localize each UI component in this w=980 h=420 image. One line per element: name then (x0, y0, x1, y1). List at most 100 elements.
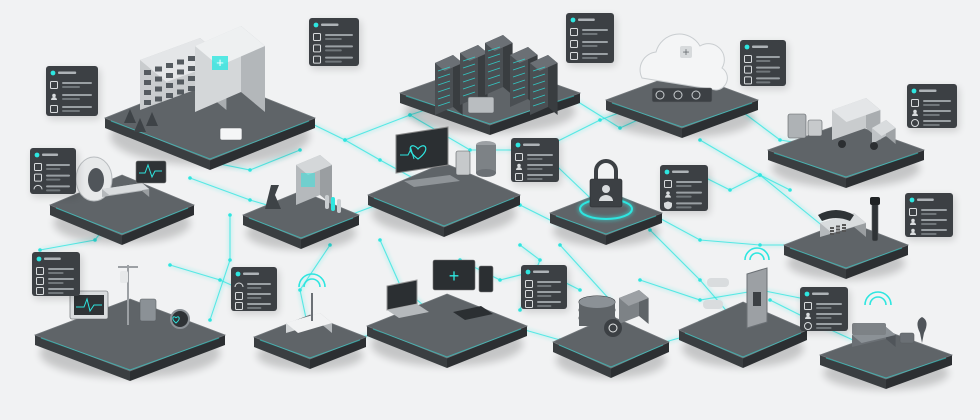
connection-node-dot (248, 198, 252, 202)
connection-node-dot (498, 278, 502, 282)
connection-node-dot (578, 288, 582, 292)
document-icon (744, 55, 752, 63)
list-icon (235, 292, 243, 300)
document-icon (515, 153, 523, 161)
svg-text:+: + (682, 45, 689, 59)
connection-line (209, 215, 231, 321)
connection-node-dot (698, 138, 702, 142)
sofa-icon (852, 291, 927, 347)
list-icon (570, 40, 578, 48)
card-hospital (309, 18, 361, 69)
database-backup-node (552, 290, 670, 379)
status-dot-icon (911, 88, 917, 94)
telephone-icon (818, 197, 880, 242)
cloud-services-node: + (604, 33, 760, 138)
grid-icon (911, 99, 919, 107)
list-icon (36, 287, 44, 295)
laboratory-node (241, 155, 361, 250)
status-dot-icon (664, 169, 670, 175)
connection-node-dot (788, 188, 792, 192)
svg-text:+: + (449, 266, 460, 286)
document-icon (50, 81, 58, 89)
stethoscope-icon (34, 163, 42, 171)
card-cloud (740, 40, 788, 89)
wifi-icon (33, 184, 43, 190)
card-mri (30, 148, 78, 197)
info-cards (30, 13, 959, 334)
battery-icon (36, 267, 44, 275)
workstations-node: + (365, 259, 529, 368)
connection-node-dot (598, 118, 602, 122)
ehr-monitor-node (366, 126, 522, 237)
status-dot-icon (515, 142, 521, 148)
patient-monitor-icon (69, 265, 190, 329)
cloud-plus-icon: + (639, 33, 728, 103)
medical-bag-icon (313, 44, 321, 53)
list-icon (235, 302, 243, 310)
padlock-icon (579, 159, 633, 220)
telephone-node (782, 197, 910, 280)
heart-icon (34, 173, 42, 182)
card-monitor (32, 252, 82, 299)
security-lock-node (548, 159, 664, 247)
status-dot-icon (525, 269, 531, 275)
user-icon (910, 218, 916, 225)
connection-line (699, 174, 791, 191)
status-dot-icon (34, 152, 40, 158)
card-left-top (46, 66, 100, 119)
user-icon (805, 312, 811, 319)
connection-node-dot (298, 288, 302, 292)
connection-node-dot (768, 298, 772, 302)
connection-node-dot (758, 243, 762, 247)
status-dot-icon (804, 291, 810, 297)
database-icon (578, 290, 649, 337)
connection-node-dot (778, 138, 782, 142)
connection-node-dot (228, 258, 232, 262)
monitor-icon (515, 173, 523, 181)
clock-icon (804, 322, 812, 330)
server-rack-icon (435, 35, 558, 115)
hospital-building-icon: + (124, 26, 265, 141)
connection-node-dot (218, 278, 222, 282)
connection-line (524, 329, 561, 341)
connection-line (639, 279, 811, 301)
supply-truck-node (766, 98, 926, 188)
wifi-router-icon (286, 273, 332, 333)
svg-text:+: + (216, 55, 224, 70)
cctv-access-node (678, 247, 808, 368)
connection-line (649, 212, 800, 246)
connection-node-dot (698, 278, 702, 282)
connection-node-dot (168, 263, 172, 267)
connection-node-dot (538, 258, 542, 262)
user-icon (516, 163, 522, 170)
list-icon (50, 105, 58, 113)
status-dot-icon (909, 197, 915, 203)
patient-monitor-node (33, 265, 227, 381)
status-dot-icon (36, 256, 42, 262)
user-icon (910, 228, 916, 235)
camera-icon (703, 247, 770, 329)
network-nodes: + + + (33, 26, 954, 390)
wifi-icon (234, 282, 244, 288)
connection-node-dot (378, 238, 382, 242)
document-icon (909, 208, 917, 216)
status-dot-icon (235, 271, 241, 277)
shield-icon (664, 201, 672, 210)
card-workstation (521, 265, 569, 312)
clipboard-icon (570, 52, 578, 60)
connection-node-dot (758, 173, 762, 177)
card-phone (905, 193, 955, 240)
truck-icon (787, 98, 896, 150)
globe-icon (911, 119, 919, 127)
connection-node-dot (228, 213, 232, 217)
connection-node-dot (698, 238, 702, 242)
document-icon (664, 180, 672, 188)
card-security (660, 165, 710, 214)
card-network (907, 84, 959, 131)
user-icon (665, 191, 671, 198)
card-router (231, 267, 279, 314)
document-icon (313, 33, 321, 41)
card-ehr (511, 138, 561, 185)
connection-node-dot (188, 176, 192, 180)
